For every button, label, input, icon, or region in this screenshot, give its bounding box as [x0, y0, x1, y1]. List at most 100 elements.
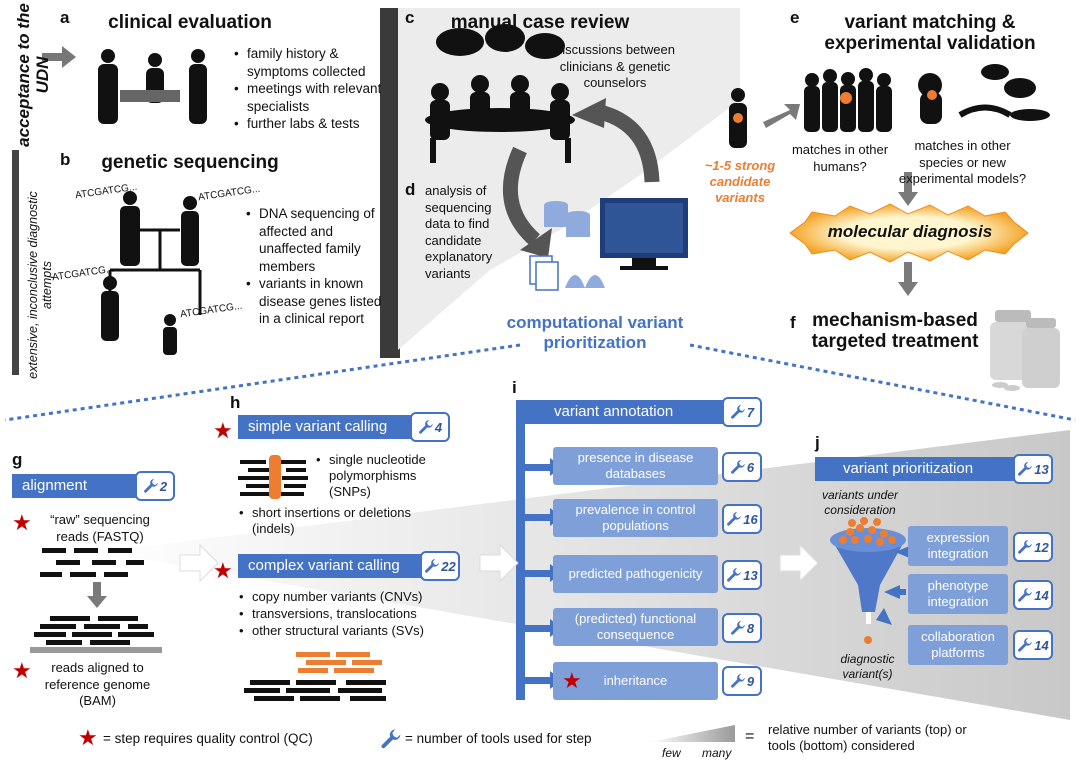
people-silhouettes: [98, 49, 747, 355]
qc-star-icon: ★: [562, 668, 582, 693]
wrench-icon: [1018, 540, 1033, 554]
side-label-attempts-text: extensive, inconclusive diagnostic attem…: [26, 191, 54, 379]
wrench-icon: [425, 559, 440, 573]
panel-a-bullet: further labs & tests: [234, 115, 392, 133]
tool-badge: 4: [410, 412, 450, 442]
prioritization-item: expression integration: [908, 526, 1008, 566]
panel-b-title: genetic sequencing: [101, 152, 279, 173]
legend-gradient: [650, 725, 735, 742]
diagnosis-burst: [789, 203, 1029, 263]
curve-arrow-down: [502, 146, 541, 246]
snp-pileup: [238, 460, 308, 496]
complex-bullet: copy number variants (CNVs): [239, 588, 482, 605]
funnel-graphic: [830, 517, 906, 644]
speech-bubbles: [436, 24, 565, 59]
legend-tools: = number of tools used for step: [405, 731, 592, 746]
tool-count: 2: [159, 478, 168, 494]
snp-bullet: single nucleotide polymorphisms (SNPs): [315, 452, 439, 500]
side-label-acceptance: acceptance to the UDN: [14, 0, 52, 150]
tool-count: 14: [1034, 637, 1049, 653]
diagnostic-variants: diagnostic variant(s): [840, 652, 895, 681]
panel-c-letter: c: [405, 8, 415, 27]
tool-badge: 8: [722, 613, 762, 643]
snp-marker: [269, 455, 281, 499]
tool-badge: 16: [722, 504, 762, 534]
tool-count: 4: [434, 419, 443, 435]
crowd-silhouettes: [804, 68, 892, 132]
candidate-variants: ~1-5 strong candidate variants: [704, 158, 776, 205]
tool-badge: 2: [135, 471, 175, 501]
model-organisms: [918, 64, 1050, 124]
qc-star-icon: ★: [213, 558, 233, 583]
tool-count: 6: [746, 459, 755, 475]
wrench-icon: [381, 729, 401, 749]
curve-arrow-up-head: [572, 98, 606, 128]
prioritization-item-label: collaboration platforms: [921, 629, 995, 660]
panel-c-title: manual case review: [450, 12, 630, 33]
tool-count: 13: [1034, 461, 1049, 477]
tool-count: 13: [743, 567, 758, 583]
side-bar: [12, 150, 19, 375]
panel-a-title: clinical evaluation: [108, 12, 272, 33]
dotted-line-left: [4, 343, 521, 422]
aligned-reads-label: reads aligned to reference genome (BAM): [44, 660, 151, 708]
panel-c-discussion: discussions between clinicians & genetic…: [555, 42, 675, 90]
alignment-label: alignment: [22, 477, 88, 494]
annotation-item: prevalence in control populations: [553, 499, 718, 537]
complex-bullet: other structural variants (SVs): [239, 622, 482, 639]
wrench-icon: [730, 674, 745, 688]
legend-star-icon: ★: [78, 725, 98, 750]
raw-reads-label: “raw” sequencing reads (FASTQ): [50, 512, 150, 544]
molecular-diagnosis: molecular diagnosis: [827, 222, 993, 241]
panel-i-letter: i: [512, 378, 517, 397]
panel-b-bullet: variants in known disease genes listed i…: [246, 275, 389, 328]
annotation-label: variant annotation: [554, 403, 674, 420]
prioritization-bar-label: variant prioritization: [843, 460, 974, 477]
qc-star-icon: ★: [12, 510, 32, 535]
wrench-icon: [727, 568, 742, 582]
tool-count: 14: [1034, 587, 1049, 603]
wrench-icon: [418, 420, 433, 434]
panel-d-letter: d: [405, 180, 416, 199]
tool-badge: 14: [1013, 580, 1053, 610]
simple-calling-label: simple variant calling: [248, 418, 388, 435]
legend-few: few: [662, 746, 681, 760]
dotted-line-right: [689, 343, 1076, 422]
tool-count: 8: [746, 620, 755, 636]
tool-badge: 13: [722, 560, 762, 590]
wrench-icon: [143, 479, 158, 493]
indel-bullet: short insertions or deletions (indels): [238, 505, 452, 537]
side-label-acceptance-text: acceptance to the UDN: [14, 3, 52, 147]
legend-equals: =: [745, 728, 755, 745]
tool-count: 16: [743, 511, 758, 527]
panel-a-bullet: meetings with relevant specialists: [234, 80, 392, 115]
curve-arrow-down-head: [520, 228, 552, 258]
tool-count: 12: [1034, 539, 1049, 555]
wrench-icon: [730, 405, 745, 419]
meeting-silhouette: [425, 75, 575, 163]
complex-calling-bar: complex variant calling: [238, 554, 448, 578]
panel-h-letter: h: [230, 393, 241, 412]
tool-count: 9: [746, 673, 755, 689]
tool-badge: 12: [1013, 532, 1053, 562]
legend-relative: relative number of variants (top) or too…: [768, 722, 967, 753]
tool-badge: 14: [1013, 630, 1053, 660]
variants-under-consideration: variants under consideration: [821, 488, 899, 517]
indel-text: short insertions or deletions (indels): [239, 505, 452, 537]
complex-bullets: copy number variants (CNVs) transversion…: [238, 588, 482, 639]
panel-a-bullets: family history & symptoms collected meet…: [233, 45, 392, 133]
raw-reads: [40, 548, 144, 577]
panel-a-bullet: family history & symptoms collected: [234, 45, 392, 80]
sv-pileup-orange: [296, 652, 382, 673]
prioritization-item: collaboration platforms: [908, 625, 1008, 665]
panel-b-bullets: DNA sequencing of affected and unaffecte…: [245, 205, 389, 328]
panel-g-letter: g: [12, 450, 23, 469]
annotation-item: presence in disease databases: [553, 447, 718, 485]
wrench-icon: [727, 512, 742, 526]
annotation-item: predicted pathogenicity: [553, 555, 718, 593]
panel-d-text: analysis of sequencing data to find cand…: [425, 183, 493, 281]
prioritization-item: phenotype integration: [908, 574, 1008, 614]
prioritization-item-label: expression integration: [926, 530, 990, 561]
wrench-icon: [1018, 462, 1033, 476]
aligned-reads: [34, 616, 154, 645]
